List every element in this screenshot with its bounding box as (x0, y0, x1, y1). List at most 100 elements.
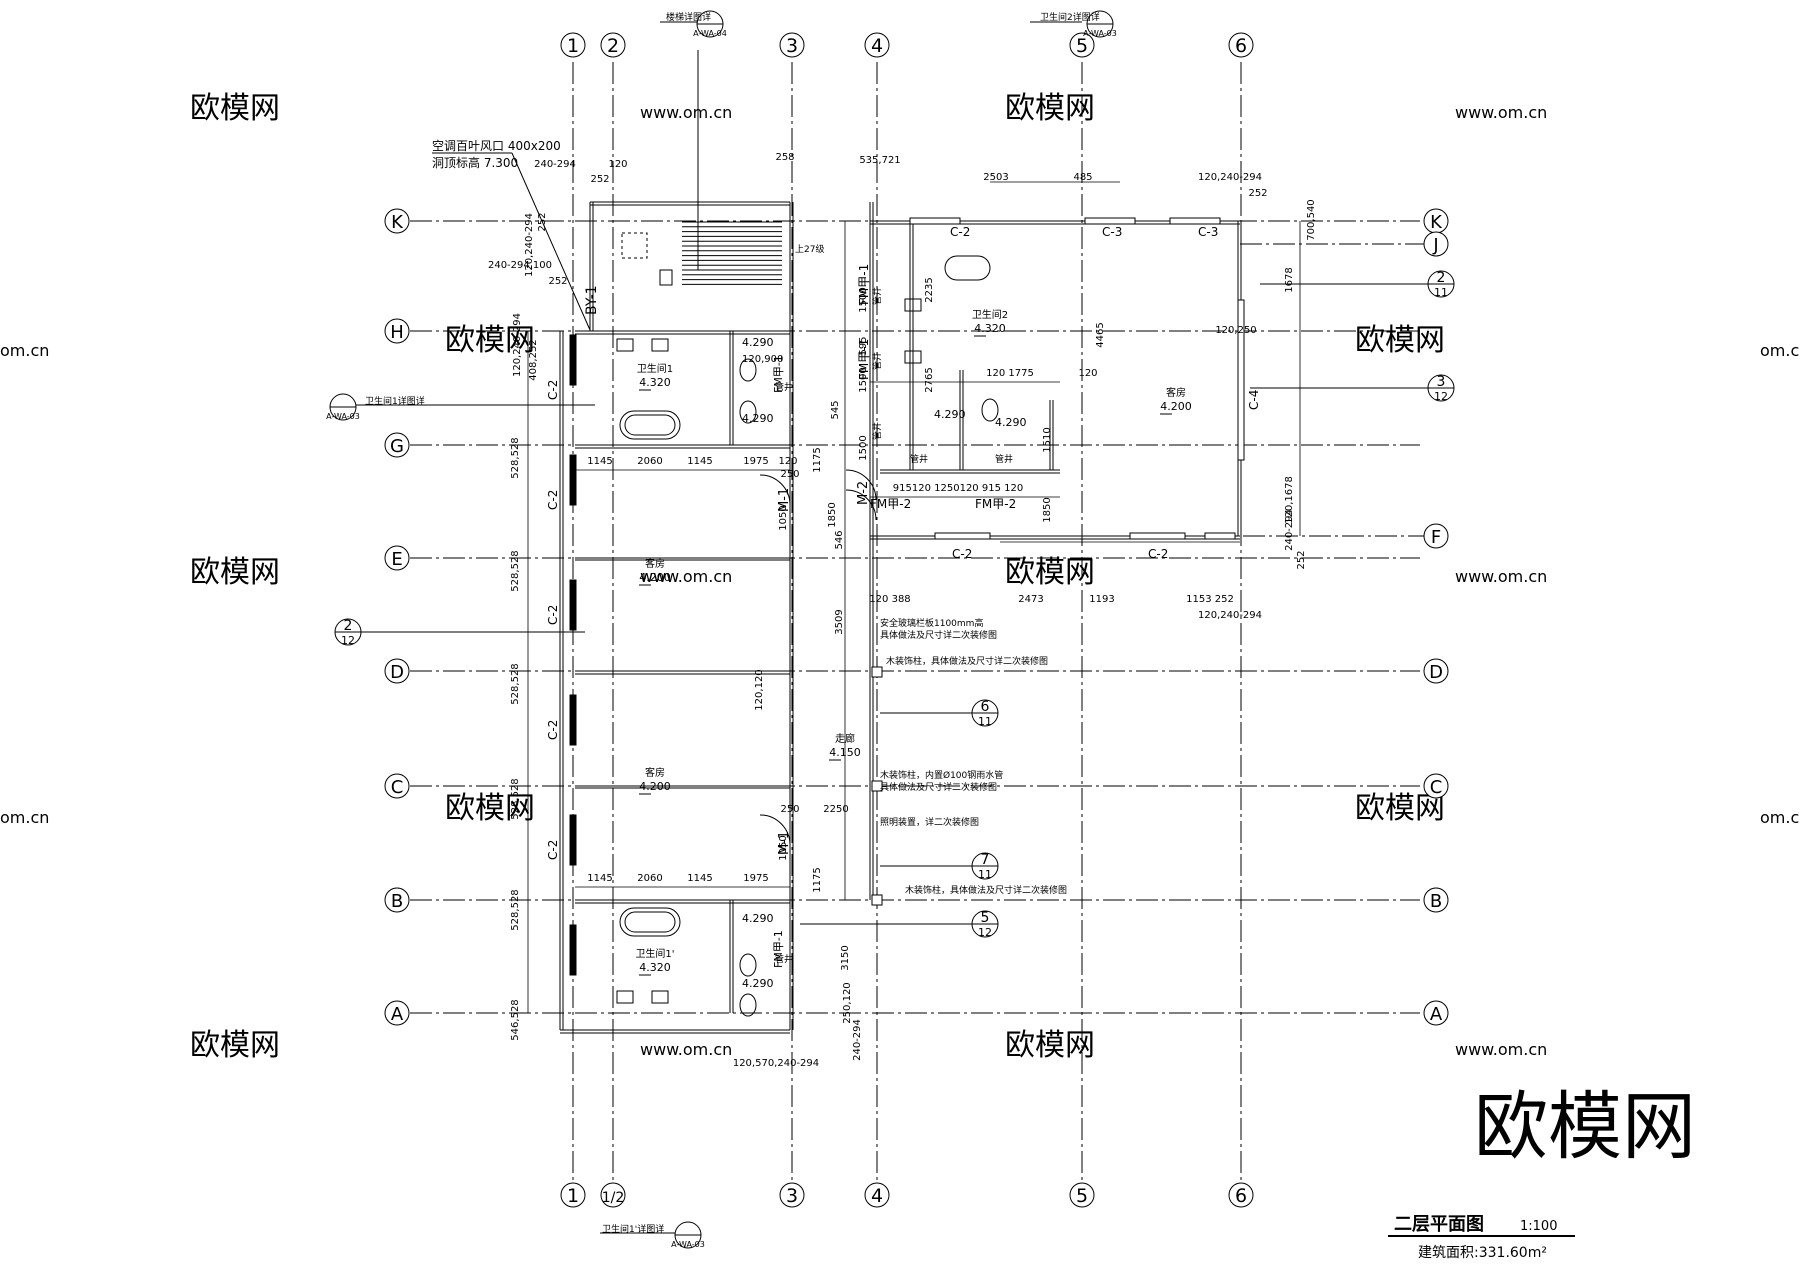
dim-r_700_540: 700,540 (1306, 199, 1317, 240)
tag-fmb-b: FM甲-1 (857, 339, 871, 380)
grid-bubble-left-4: D (384, 658, 410, 684)
dim-h_120_1775: 120 1775 (986, 368, 1034, 379)
sink (616, 990, 634, 1004)
detail-ref-bath1p: A-WA-03 卫生间1'详图详 (600, 1221, 705, 1249)
note-stair-label: 上27级 (795, 243, 824, 255)
dim-h_120_240_294: 120,240-294 (1198, 610, 1262, 621)
section-callout-7-11: 711 (880, 852, 999, 881)
dim-b_240_294: 240-294 (852, 1019, 863, 1061)
grid-bubble-right-1: J (1423, 231, 1449, 257)
grid-bubble-bottom-6: 6 (1228, 1182, 1254, 1208)
room-name-bath1p: 卫生间1' (635, 947, 674, 960)
room-name-guest_right: 客房 (1166, 386, 1186, 399)
tag-c2-left-3: C-2 (546, 720, 560, 740)
dim-left_252b: 252 (537, 212, 548, 231)
section-callout-5-12-num: 5 (981, 910, 990, 926)
tag-fmb-a: FM甲-1 (857, 264, 871, 305)
grid-bubble-right-0: K (1423, 208, 1449, 234)
watermark-domain: om.cn (1760, 808, 1800, 827)
watermark-logo: 欧模网 (1005, 91, 1095, 126)
detail-ref-stair-label: 楼梯详图详 (666, 11, 711, 23)
grid-bubble-right-6: A (1423, 1000, 1449, 1026)
grid-bubble-right-4: C (1423, 773, 1449, 799)
section-callout-3-12: 312 (1250, 374, 1455, 403)
fixture-layer (616, 50, 999, 1017)
tag-c2-bottom-b: C-2 (1148, 547, 1168, 561)
grid-row-right-0: K (1430, 212, 1443, 233)
grid-bubble-bottom-2: 1/2 (600, 1182, 626, 1208)
tag-c3-a: C-3 (1102, 225, 1122, 239)
watermark-logo: 欧模网 (1005, 555, 1095, 590)
note-wood-col-2a: 木装饰柱，内置Ø100钢雨水管 (880, 769, 1003, 781)
dim-g_row_1975: 1975 (743, 456, 768, 467)
room-level-bath2: 4.320 (974, 322, 1006, 335)
dim-mid_2250: 2250 (823, 804, 848, 815)
detail-ref-bath1p-label: 卫生间1'详图详 (602, 1223, 664, 1235)
dim-d_528_528d: 528,528 (510, 778, 521, 819)
dim-mid_1175b: 1175 (812, 867, 823, 892)
section-callout-3-12-num: 3 (1437, 374, 1446, 390)
tag-pipe-g: 管井 (995, 453, 1013, 465)
note-wood-col-3: 木装饰柱，具体做法及尺寸详二次装修图 (905, 884, 1067, 896)
dim-b_120_570: 120,570,240-294 (733, 1058, 819, 1069)
dim-v_1510: 1510 (1042, 427, 1053, 452)
room-name-guest_mid: 客房 (645, 766, 665, 779)
dim-d_546_528: 546,528 (510, 999, 521, 1040)
grid-bubble-top-4: 4 (864, 32, 890, 58)
window-glazing (934, 532, 991, 540)
grid-bubble-left-3: E (384, 545, 410, 571)
dim-g_row_1145b: 1145 (687, 456, 712, 467)
dim-h_2473: 2473 (1018, 594, 1043, 605)
grid-label-top-6: 6 (1235, 35, 1247, 57)
grid-row-left-4: D (390, 662, 404, 683)
callout-layer: 1121/233445566KHGEDCBAKJFDCBA21221131261… (326, 10, 1455, 1249)
watermark-domain: om.cn (0, 341, 49, 360)
sink (651, 338, 669, 352)
dim-mid_1050b: 1050 (778, 835, 789, 860)
section-callout-6-11: 611 (880, 699, 999, 728)
dim-b_row_2060: 2060 (637, 873, 662, 884)
toilet (739, 993, 757, 1017)
toilet (739, 953, 757, 977)
grid-label-bottom-3: 3 (786, 1185, 798, 1207)
tag-fmb-d: FM甲-1 (772, 930, 785, 968)
grid-label-bottom-6: 6 (1235, 1185, 1247, 1207)
grid-label-bottom-2: 1/2 (602, 1190, 625, 1206)
dim-v_3509: 3509 (834, 609, 845, 634)
watermark-url: www.om.cn (1455, 1040, 1547, 1059)
window-glazing (909, 217, 961, 225)
watermark-big-logo: 欧模网 (1474, 1084, 1696, 1170)
tag-m1-b: M-1 (777, 831, 792, 855)
bathtub (619, 410, 681, 440)
tag-pipe-d: 管井 (871, 352, 883, 370)
bathtub (619, 907, 681, 937)
watermark-url: www.om.cn (1455, 567, 1547, 586)
tag-c2-left-1: C-2 (546, 490, 560, 510)
window-glazing (1129, 532, 1186, 540)
section-callout-3-12-den: 12 (1434, 390, 1448, 403)
grid-bubble-left-5: C (384, 773, 410, 799)
spot-note-1: 120,900 (742, 354, 783, 365)
grid-label-bottom-5: 5 (1076, 1185, 1088, 1207)
tag-c2-bottom-a: C-2 (952, 547, 972, 561)
grid-row-right-2: F (1431, 527, 1441, 548)
tag-c2-left-2: C-2 (546, 605, 560, 625)
section-callout-2-11-den: 11 (1434, 286, 1448, 299)
room-level-bath1p: 4.320 (639, 961, 671, 974)
tag-c2-left-0: C-2 (546, 380, 560, 400)
tag-pipe-e: 管井 (871, 422, 883, 440)
plan-title: 二层平面图 (1394, 1214, 1484, 1235)
spot-level-2: 4.290 (742, 412, 774, 425)
sink (616, 338, 634, 352)
watermark-logo: 欧模网 (1005, 1028, 1095, 1063)
watermark-logo: 欧模网 (445, 323, 535, 358)
note-ac-level: 洞顶标高 7.300 (432, 155, 518, 170)
dim-g_row_2060: 2060 (637, 456, 662, 467)
spot-level-1: 4.290 (742, 336, 774, 349)
dim-mid_250b: 250 (780, 469, 799, 480)
window-glazing (1084, 217, 1136, 225)
detail-ref-bath1p-sheet: A-WA-03 (671, 1240, 705, 1249)
section-callout-7-11-den: 11 (978, 868, 992, 881)
